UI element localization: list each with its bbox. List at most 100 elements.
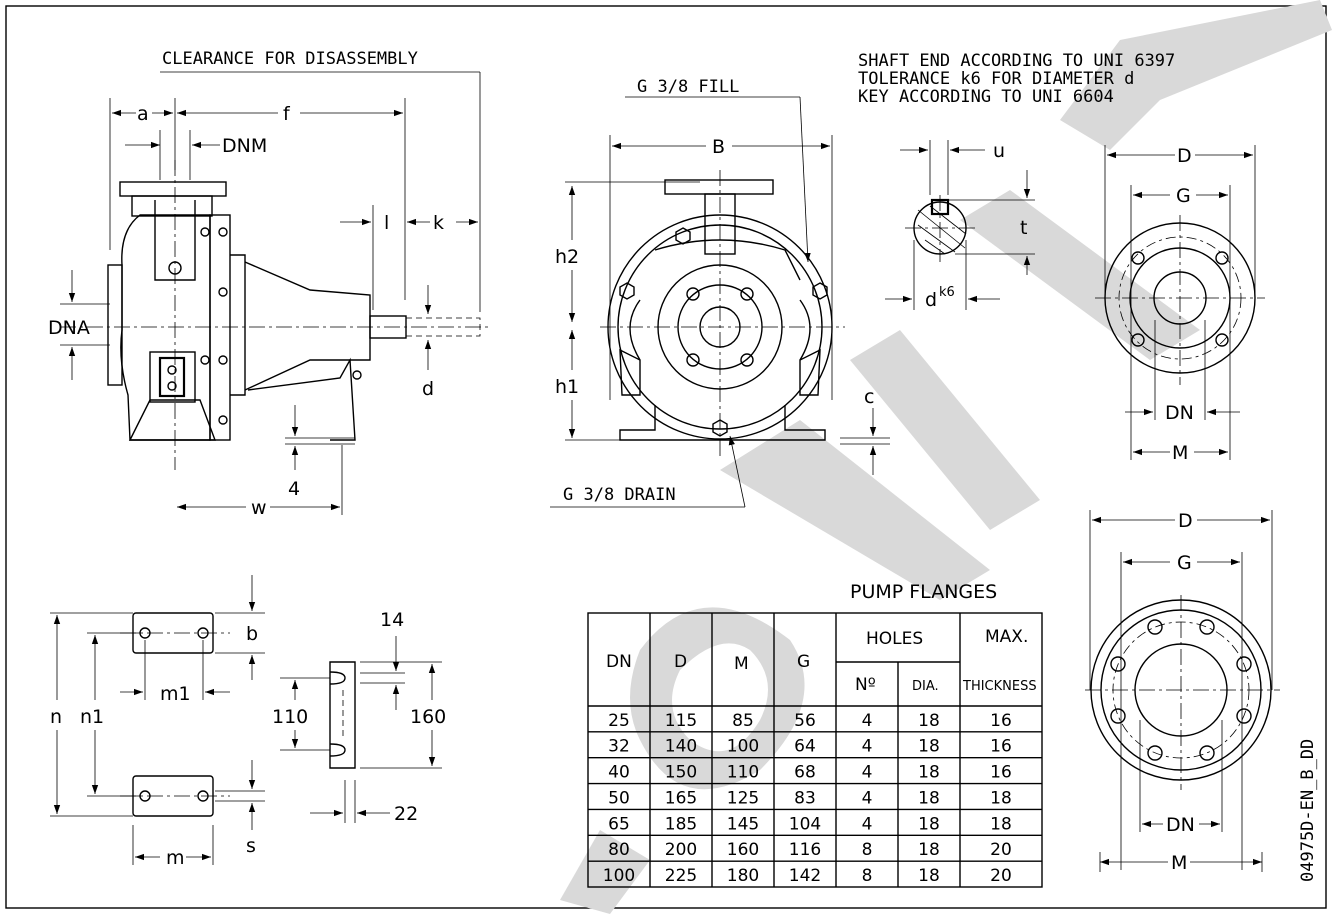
dim-t: t [1020, 217, 1027, 239]
table-cell: 18 [918, 840, 940, 860]
table-cell: 4 [862, 788, 873, 808]
table-cell: 50 [608, 788, 630, 808]
table-cell: 100 [727, 737, 759, 757]
table-cell: 16 [990, 711, 1012, 731]
table-cell: 40 [608, 763, 630, 783]
flange-view-top: D G DN M [1095, 145, 1265, 464]
table-title: PUMP FLANGES [850, 581, 997, 603]
th-dn: DN [606, 652, 632, 672]
table-cell: 18 [918, 866, 940, 886]
bracket-detail: 14 110 160 22 [272, 609, 446, 825]
foot-n1: n1 [80, 706, 104, 728]
shaft-note-1: SHAFT END ACCORDING TO UNI 6397 [858, 51, 1175, 71]
dim-f: f [283, 103, 291, 125]
table-cell: 18 [990, 814, 1012, 834]
table-cell: 64 [794, 737, 816, 757]
dim-k: k [433, 212, 444, 234]
dim-dk6: d [925, 289, 937, 311]
table-cell: 18 [918, 711, 940, 731]
bracket-160: 160 [410, 706, 446, 728]
dim-k6-sup: k6 [939, 285, 955, 300]
table-cell: 56 [794, 711, 816, 731]
table-cell: 100 [603, 866, 635, 886]
table-cell: 185 [665, 814, 697, 834]
foot-m: m [166, 847, 185, 869]
shaft-note-2: TOLERANCE k6 FOR DIAMETER d [858, 69, 1134, 89]
table-cell: 4 [862, 737, 873, 757]
table-cell: 165 [665, 788, 697, 808]
sheet-border [5, 5, 1327, 909]
dim-c: c [864, 386, 874, 408]
fill-label: G 3/8 FILL [637, 77, 739, 97]
flange-top-M: M [1172, 442, 1188, 464]
table-cell: 8 [862, 840, 873, 860]
dim-l: l [384, 212, 389, 234]
table-cell: 32 [608, 737, 630, 757]
table-cell: 145 [727, 814, 759, 834]
dim-w: w [251, 497, 267, 519]
bracket-22: 22 [394, 803, 418, 825]
shaft-note-3: KEY ACCORDING TO UNI 6604 [858, 87, 1114, 107]
table-cell: 140 [665, 737, 697, 757]
dim-dna: DNA [48, 317, 90, 339]
table-cell: 110 [727, 763, 759, 783]
th-dia: DIA. [912, 679, 939, 694]
table-cell: 104 [789, 814, 821, 834]
table-cell: 20 [990, 866, 1012, 886]
th-g: G [797, 652, 810, 672]
table-cell: 18 [918, 763, 940, 783]
dim-h2: h2 [555, 246, 579, 268]
table-cell: 115 [665, 711, 697, 731]
table-cell: 18 [918, 788, 940, 808]
dim-u: u [993, 140, 1005, 162]
table-cell: 16 [990, 763, 1012, 783]
flange-bot-D: D [1178, 510, 1193, 532]
th-holes: HOLES [866, 629, 923, 649]
table-cell: 116 [789, 840, 821, 860]
dim-B: B [712, 136, 725, 158]
foot-n: n [50, 706, 62, 728]
table-cell: 142 [789, 866, 821, 886]
th-m: M [734, 654, 749, 674]
table-cell: 4 [862, 763, 873, 783]
drain-label: G 3/8 DRAIN [563, 485, 676, 505]
pump-flanges-table: PUMP FLANGES DN D M G HOLES Nº DIA. MAX.… [587, 581, 1043, 888]
th-no: Nº [855, 675, 876, 695]
dim-dnm: DNM [222, 135, 267, 157]
foot-m1: m1 [160, 683, 191, 705]
clearance-label: CLEARANCE FOR DISASSEMBLY [162, 49, 418, 69]
shaft-end-detail: SHAFT END ACCORDING TO UNI 6397 TOLERANC… [858, 51, 1175, 311]
th-thickness: THICKNESS [962, 679, 1037, 694]
watermark [560, 0, 1332, 914]
flange-top-G: G [1176, 185, 1191, 207]
table-cell: 4 [862, 814, 873, 834]
table-cell: 83 [794, 788, 816, 808]
table-cell: 4 [862, 711, 873, 731]
table-cell: 85 [732, 711, 754, 731]
th-d: D [674, 652, 687, 672]
drawing-code: 04975D-EN_B_DD [1298, 739, 1318, 882]
table-cell: 18 [918, 737, 940, 757]
flange-bot-M: M [1171, 852, 1187, 874]
table-cell: 150 [665, 763, 697, 783]
bracket-110: 110 [272, 706, 308, 728]
table-cell: 200 [665, 840, 697, 860]
th-max: MAX. [985, 627, 1028, 647]
foot-s: s [246, 835, 256, 857]
dim-h1: h1 [555, 376, 579, 398]
table-cell: 20 [990, 840, 1012, 860]
dim-4: 4 [288, 478, 300, 500]
flange-view-bottom: D G DN M [1085, 510, 1280, 874]
bracket-14: 14 [380, 609, 404, 631]
foot-b: b [246, 623, 258, 645]
table-cell: 8 [862, 866, 873, 886]
